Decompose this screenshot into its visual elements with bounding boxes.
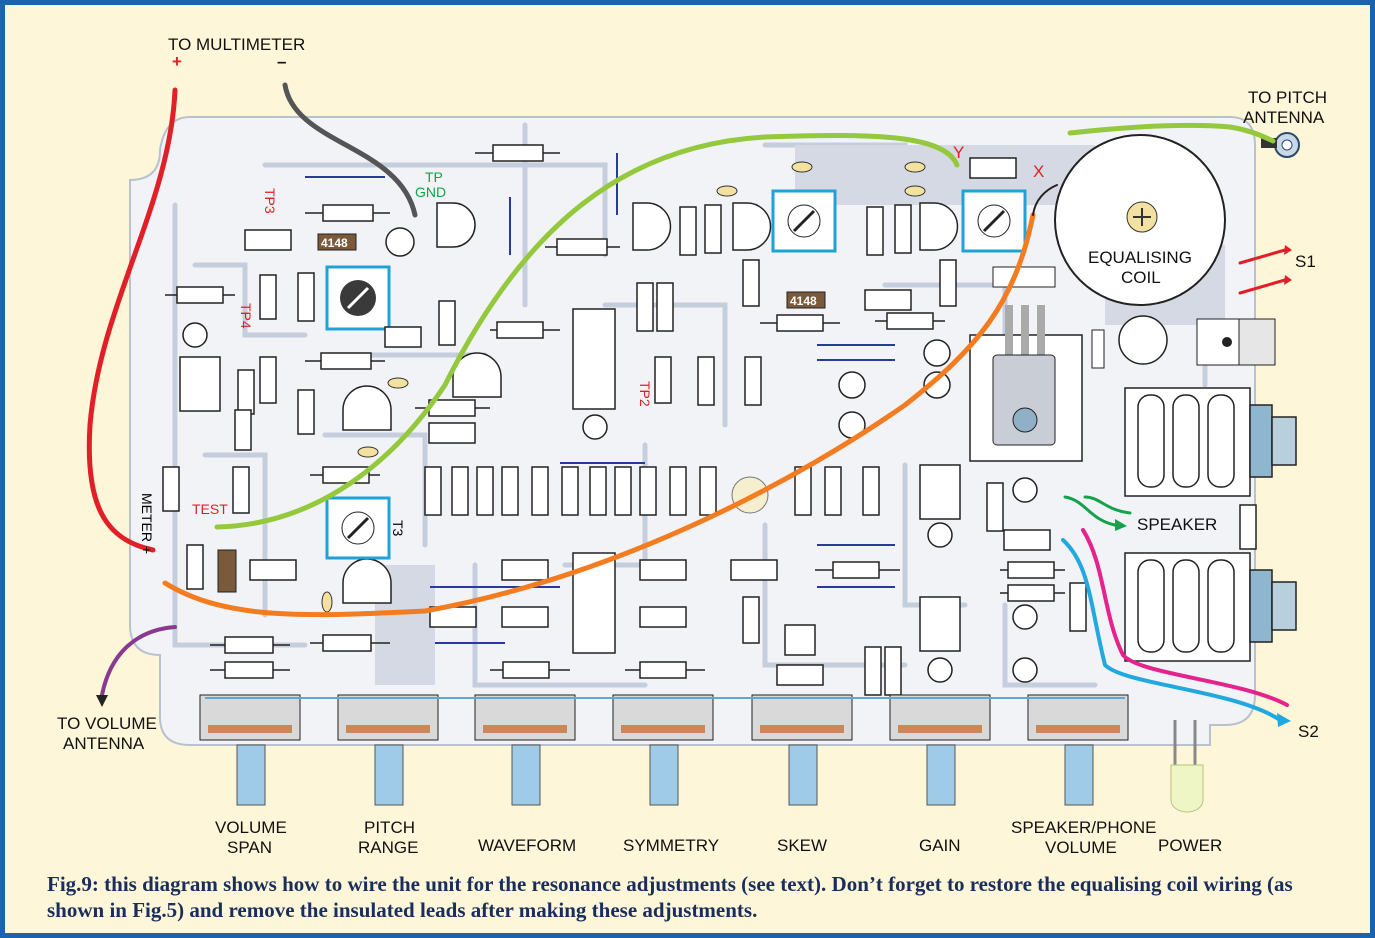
- grey-wire: [282, 82, 418, 218]
- to-pitch-antenna-label-2: ANTENNA: [1243, 108, 1325, 127]
- equalising-coil-label-2: COIL: [1121, 268, 1161, 287]
- to-volume-antenna-label-2: ANTENNA: [63, 734, 145, 753]
- tp3-label: TP3: [262, 188, 278, 214]
- green-wire-pitch: [214, 132, 960, 530]
- s1-wire-1: [1238, 248, 1287, 265]
- equalising-coil-label: EQUALISING: [1088, 248, 1192, 267]
- t3-label: T3: [390, 520, 406, 537]
- control-label-gain: GAIN: [919, 836, 961, 855]
- transistors: [342, 202, 959, 604]
- figure-caption: Fig.9: this diagram shows how to wire th…: [47, 872, 1293, 922]
- control-label-range: RANGE: [358, 838, 418, 857]
- diodes: 4148 4148: [217, 233, 826, 593]
- arrowheads: [96, 245, 1292, 727]
- resistors: [162, 144, 1257, 696]
- control-label-volume-2: VOLUME: [1045, 838, 1117, 857]
- diode-label: 4148: [790, 294, 817, 308]
- cyan-wire: [1061, 538, 1282, 722]
- green-wire-antenna: [1067, 122, 1276, 144]
- s1-label: S1: [1295, 252, 1316, 271]
- control-label-pitch: PITCH: [364, 818, 415, 837]
- s2-label: S2: [1298, 722, 1319, 741]
- red-wire: [86, 87, 178, 553]
- orange-wire: [162, 212, 1036, 618]
- magenta-wire: [1081, 528, 1289, 707]
- x-label: X: [1033, 162, 1044, 181]
- control-label-power: POWER: [1158, 836, 1222, 855]
- control-label-volume: VOLUME: [215, 818, 287, 837]
- control-label-waveform: WAVEFORM: [478, 836, 576, 855]
- tp-gnd-label: TP: [425, 169, 443, 185]
- potentiometers: [199, 694, 1129, 806]
- speaker-label: SPEAKER: [1137, 515, 1217, 534]
- dc-socket: [1196, 318, 1276, 366]
- tp4-label: TP4: [238, 303, 254, 329]
- headers: [232, 157, 1051, 686]
- to-pitch-antenna-label: TO PITCH: [1248, 88, 1327, 107]
- voltage-regulator: [992, 266, 1056, 446]
- power-diode: [1091, 329, 1105, 369]
- minus-label: –: [277, 52, 286, 71]
- diode-label: 4148: [321, 236, 348, 250]
- pcb-wiring-diagram: 4148 4148: [57, 35, 1327, 857]
- jack-sockets: [1124, 387, 1297, 662]
- trimpots: [325, 189, 1027, 560]
- antenna-lug: [1261, 132, 1300, 158]
- tp2-label: TP2: [637, 381, 653, 407]
- control-label-skew: SKEW: [777, 836, 827, 855]
- electrolytic-capacitors: [182, 227, 1168, 683]
- to-volume-antenna-label: TO VOLUME: [57, 714, 157, 733]
- wires: [86, 82, 1289, 722]
- green-speaker-wire-2: [1083, 495, 1132, 515]
- control-label-symmetry: SYMMETRY: [623, 836, 719, 855]
- capacitors: [321, 161, 926, 613]
- control-label-speaker-phone: SPEAKER/PHONE: [1011, 818, 1157, 837]
- test-label: TEST: [192, 501, 228, 517]
- s1-wire-2: [1238, 278, 1287, 295]
- meter-plus-label: METER +: [139, 493, 155, 554]
- purple-wire: [100, 625, 177, 697]
- integrated-circuits: [179, 308, 1083, 656]
- green-speaker-wire-1: [1063, 495, 1117, 527]
- y-label: Y: [953, 143, 964, 162]
- jumper-links: [305, 153, 895, 644]
- tp-gnd-label-2: GND: [415, 184, 446, 200]
- plus-label: +: [172, 52, 182, 71]
- power-led: [1170, 720, 1204, 813]
- equalising-coil: [1054, 134, 1226, 306]
- labels: TO MULTIMETER + – TO PITCH ANTENNA TO VO…: [57, 35, 1327, 857]
- coil-lead: [1032, 184, 1058, 216]
- control-label-span: SPAN: [227, 838, 272, 857]
- to-multimeter-label: TO MULTIMETER: [168, 35, 305, 54]
